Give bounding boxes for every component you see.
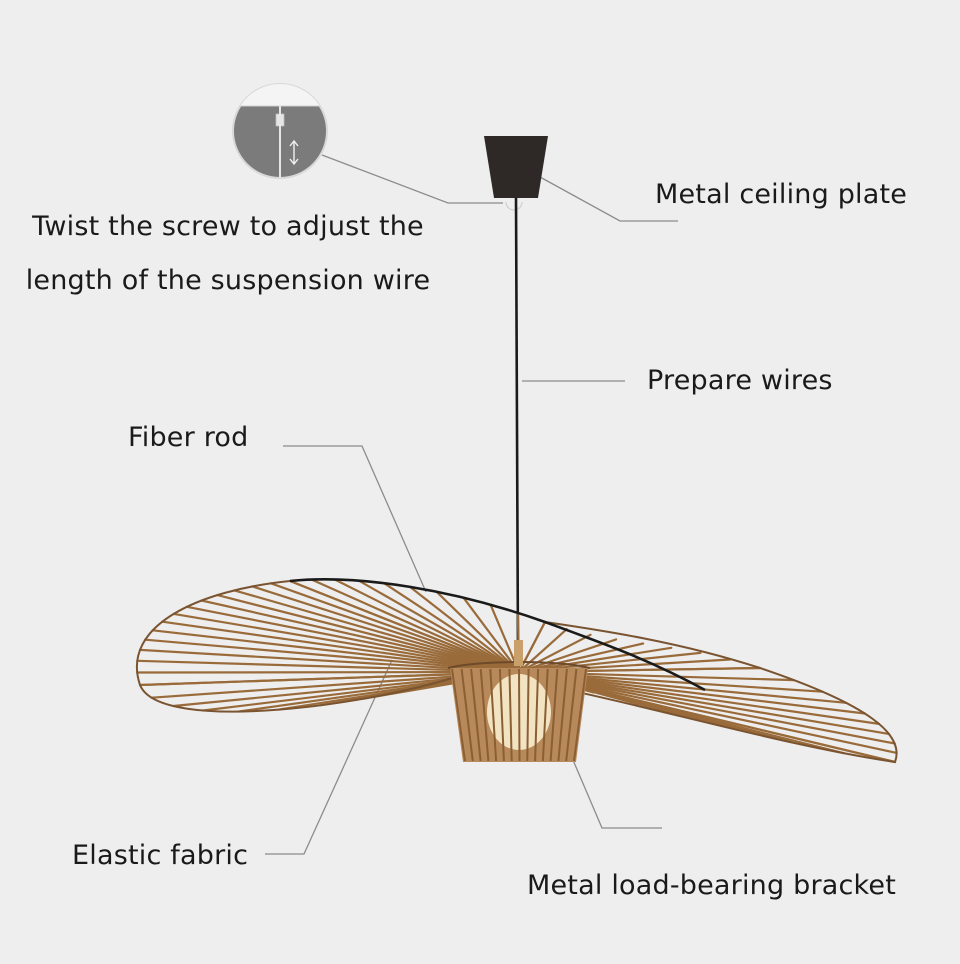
fiber-rod	[269, 582, 521, 674]
bracket-rib	[460, 668, 474, 762]
bracket-rib	[565, 668, 578, 762]
bracket-rib	[557, 668, 568, 762]
fiber-rod	[216, 593, 521, 674]
fiber-rod	[517, 642, 645, 674]
leader-lines	[265, 154, 678, 855]
inset-detail	[232, 83, 328, 179]
fiber-rod	[161, 620, 521, 674]
label-elastic-fabric: Elastic fabric	[72, 840, 249, 871]
fiber-rod	[517, 638, 618, 674]
leader-line-ceiling-plate	[539, 176, 678, 222]
label-metal-load-bearing-bracket: Metal load-bearing bracket	[527, 870, 897, 901]
fiber-rod	[333, 578, 521, 674]
label-twist-screw: Twist the screw to adjust the length of …	[25, 211, 431, 296]
up-down-arrow-icon	[289, 139, 299, 166]
fiber-rod	[200, 599, 521, 674]
bracket-ribs	[451, 668, 587, 762]
adjust-screw-outline	[505, 201, 523, 211]
bracket-rib	[534, 668, 540, 762]
fiber-rod	[383, 582, 521, 674]
leader-line-bracket	[572, 759, 662, 829]
bracket-rib	[549, 668, 559, 762]
fiber-rod	[185, 605, 521, 674]
brim-top-black-edge	[289, 578, 706, 692]
label-metal-ceiling-plate: Metal ceiling plate	[655, 179, 908, 210]
bracket-rib	[541, 668, 549, 762]
fiber-rod	[517, 628, 568, 674]
fiber-rod	[357, 579, 521, 674]
bracket-rib	[489, 668, 498, 762]
bracket-rib	[470, 668, 482, 762]
leader-line-twist	[321, 154, 503, 204]
suspension-wire	[514, 197, 520, 656]
fiber-rod	[251, 585, 521, 674]
label-fiber-rod: Fiber rod	[128, 422, 249, 453]
bracket-rib	[451, 668, 466, 762]
label-prepare-wires: Prepare wires	[647, 365, 833, 396]
fiber-rod	[462, 596, 521, 674]
fiber-rod	[310, 578, 521, 674]
leader-line-elastic-fabric	[265, 659, 393, 855]
fiber-rod	[233, 589, 521, 674]
fiber-rod	[408, 585, 521, 674]
leader-line-fiber-rod	[283, 445, 427, 593]
fiber-rod	[435, 590, 521, 674]
lamp-socket	[514, 640, 523, 666]
bracket-rib	[573, 668, 587, 762]
bracket-rib	[479, 668, 490, 762]
fiber-rod	[172, 612, 521, 674]
bracket-rib	[526, 668, 530, 762]
fiber-rod	[517, 646, 673, 674]
fiber-rod	[517, 633, 592, 674]
bracket-rib	[518, 668, 521, 762]
brim-rim	[136, 580, 898, 764]
fiber-rod	[288, 579, 521, 674]
ceiling-plate	[484, 136, 548, 198]
fiber-rod	[517, 620, 547, 674]
bracket-rib	[498, 668, 505, 762]
metal-load-bearing-bracket	[447, 640, 591, 762]
bracket-rib	[508, 668, 513, 762]
